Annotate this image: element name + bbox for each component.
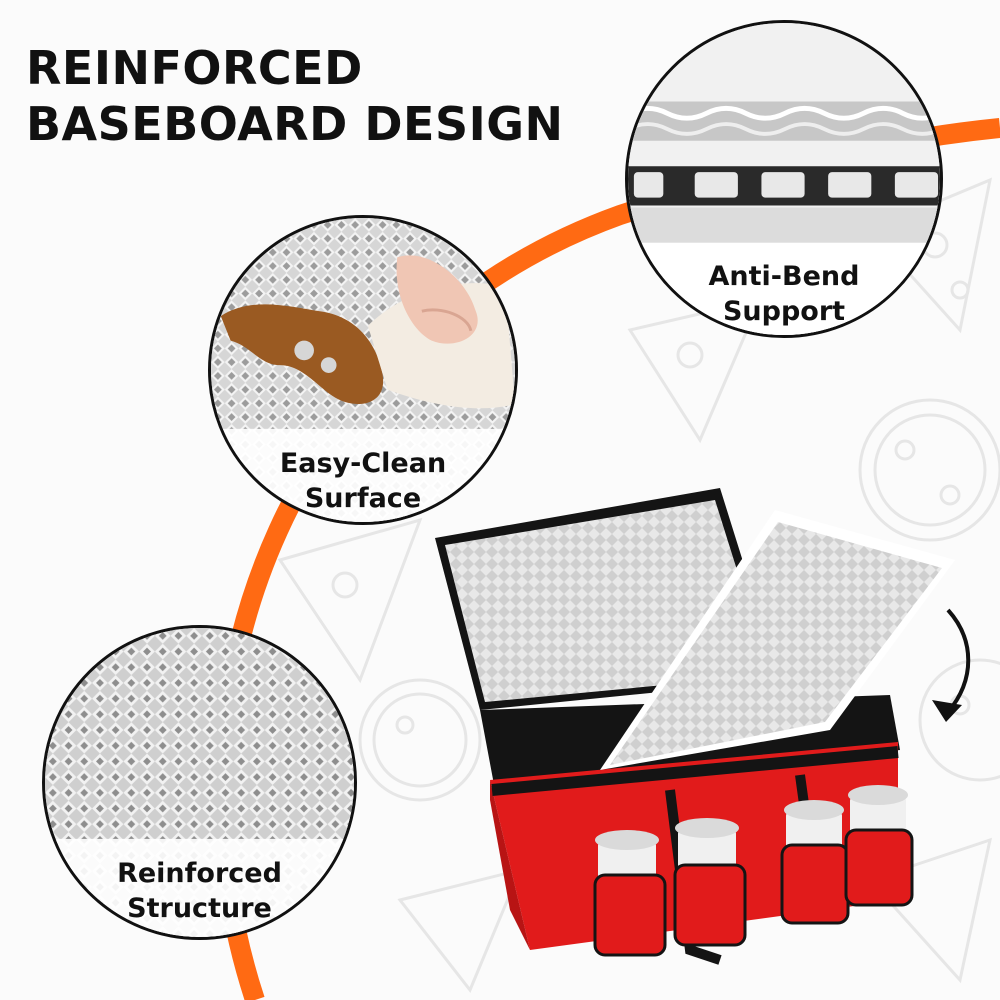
cup: [780, 800, 850, 925]
pizza-pattern: [277, 177, 1000, 993]
pizza-icon: [358, 678, 482, 802]
cup-holders: [593, 785, 914, 957]
pizza-icon: [858, 398, 1000, 542]
pizza-slice-icon: [397, 867, 523, 993]
cup: [593, 830, 667, 957]
headline-line-1: REINFORCED: [26, 41, 363, 95]
base-board: [600, 510, 955, 770]
reinforced-structure-label: Reinforced Structure: [117, 858, 282, 924]
reinforced-structure-callout: Reinforced Structure: [42, 625, 357, 940]
curved-arrow-icon: [932, 608, 971, 722]
headline: REINFORCED BASEBOARD DESIGN: [26, 40, 563, 152]
easy-clean-label: Easy-Clean Surface: [279, 448, 447, 514]
foil-wipe-closeup: [211, 218, 515, 522]
pizza-slice-icon: [867, 837, 993, 984]
easy-clean-callout: Easy-Clean Surface: [208, 215, 518, 525]
foil-texture-closeup: [45, 628, 354, 937]
anti-bend-callout: Anti-Bend Support: [625, 20, 943, 338]
anti-bend-label: Anti-Bend Support: [708, 261, 860, 327]
headline-line-2: BASEBOARD DESIGN: [26, 97, 564, 151]
cup: [673, 818, 747, 947]
insulated-delivery-bag: [435, 488, 955, 965]
pizza-slice-icon: [277, 517, 423, 684]
corrugated-board-closeup: [628, 23, 940, 335]
cup: [844, 785, 914, 907]
